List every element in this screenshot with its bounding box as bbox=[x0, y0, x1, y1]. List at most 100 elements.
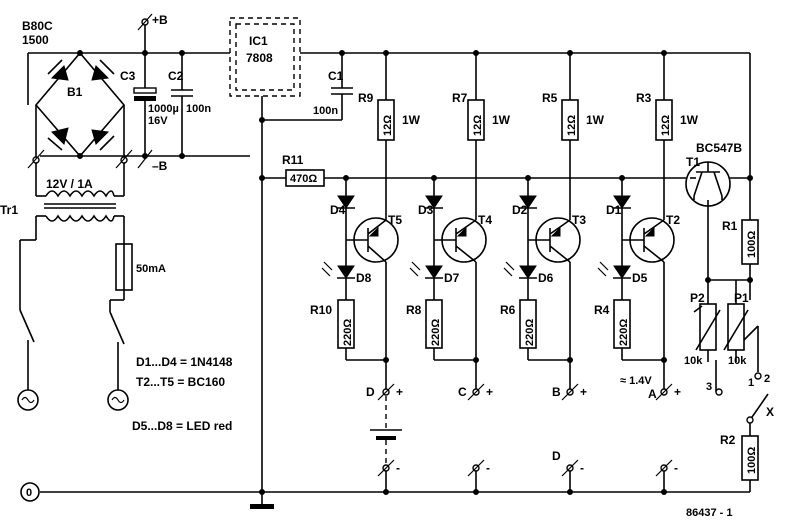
transformer-rating: 12V / 1A bbox=[46, 177, 93, 191]
mains-switch-right bbox=[109, 311, 125, 345]
c3-volt-value: 16V bbox=[148, 115, 168, 127]
r8-value: 220Ω bbox=[430, 319, 442, 346]
r6-value: 220Ω bbox=[524, 319, 536, 346]
selector-contact-3 bbox=[715, 388, 723, 396]
r2-value: 100Ω bbox=[746, 447, 758, 474]
figure-number: 86437 - 1 bbox=[686, 507, 732, 519]
term-b-label: B bbox=[552, 385, 561, 399]
capacitor-c3 bbox=[133, 87, 157, 94]
minus-b-label: –B bbox=[152, 159, 168, 173]
t5-ref: T5 bbox=[388, 213, 402, 227]
d8-ref: D8 bbox=[356, 271, 372, 285]
chassis-ground-symbol bbox=[250, 504, 274, 509]
r4-ref: R4 bbox=[594, 303, 610, 317]
terminal-c-minus bbox=[467, 459, 485, 492]
c2-value: 100n bbox=[186, 103, 211, 115]
selector-switch bbox=[749, 393, 769, 421]
term-d-label: D bbox=[366, 385, 375, 399]
voltage-label: ≈ 1.4V bbox=[620, 375, 652, 387]
d3-ref: D3 bbox=[418, 203, 434, 217]
r10-value: 220Ω bbox=[342, 319, 354, 346]
stage-b bbox=[503, 50, 581, 392]
r9-value: 12Ω bbox=[382, 115, 394, 136]
t1-type: BC547B bbox=[696, 141, 742, 155]
fuse-rating: 50mA bbox=[136, 263, 166, 275]
r3-power: 1W bbox=[680, 113, 699, 127]
r7-power: 1W bbox=[492, 113, 511, 127]
c1-ref: C1 bbox=[328, 69, 344, 83]
r4-value: 220Ω bbox=[618, 319, 630, 346]
terminal-b-plus bbox=[561, 383, 579, 401]
r1-value: 100Ω bbox=[746, 231, 758, 258]
term-a-minus: - bbox=[674, 461, 678, 475]
t4-ref: T4 bbox=[478, 213, 492, 227]
d6-ref: D6 bbox=[538, 271, 554, 285]
note-diodes: D1...D4 = 1N4148 bbox=[136, 355, 233, 369]
term-d-plus: + bbox=[396, 385, 403, 399]
r11-value: 470Ω bbox=[290, 173, 317, 185]
p2-value: 10k bbox=[684, 355, 703, 367]
r11-ref: R11 bbox=[282, 153, 304, 167]
term-c-label: C bbox=[458, 385, 467, 399]
term-a-label: A bbox=[648, 387, 657, 401]
c3-cap-value: 1000µ bbox=[148, 103, 179, 115]
p1-value: 10k bbox=[728, 355, 747, 367]
ground-label: 0 bbox=[26, 487, 32, 499]
note-transistors: T2...T5 = BC160 bbox=[136, 375, 225, 389]
ic1-ref: IC1 bbox=[249, 34, 268, 48]
term-a-plus: + bbox=[674, 385, 681, 399]
r7-ref: R7 bbox=[452, 91, 468, 105]
p1-ref: P1 bbox=[734, 291, 749, 305]
mains-switch-left bbox=[19, 309, 35, 343]
term-b-minus: - bbox=[580, 461, 584, 475]
terminal-a-minus bbox=[655, 459, 673, 492]
d1-ref: D1 bbox=[606, 203, 622, 217]
switch-x-label: X bbox=[766, 405, 774, 419]
bridge-ref-label: B1 bbox=[67, 85, 83, 99]
transformer-tr1 bbox=[35, 180, 125, 230]
r8-ref: R8 bbox=[406, 303, 422, 317]
transformer-ref: Tr1 bbox=[0, 203, 18, 217]
r1-ref: R1 bbox=[722, 219, 738, 233]
d7-ref: D7 bbox=[444, 271, 460, 285]
terminal-c-plus bbox=[467, 383, 485, 401]
c1-value: 100n bbox=[313, 105, 338, 117]
term-c-plus: + bbox=[486, 385, 493, 399]
contact-3-label: 3 bbox=[706, 381, 712, 393]
t3-ref: T3 bbox=[572, 213, 586, 227]
r5-power: 1W bbox=[586, 113, 605, 127]
r2-ref: R2 bbox=[720, 433, 736, 447]
r5-ref: R5 bbox=[542, 91, 558, 105]
c3-ref: C3 bbox=[120, 69, 136, 83]
bridge-rating-label: 1500 bbox=[22, 33, 49, 47]
term-d-bottom-label: D bbox=[552, 449, 561, 463]
r10-ref: R10 bbox=[310, 303, 332, 317]
term-c-minus: - bbox=[486, 461, 490, 475]
t2-ref: T2 bbox=[666, 213, 680, 227]
terminal-b-minus bbox=[561, 459, 579, 492]
contact-2-label: 2 bbox=[764, 373, 770, 385]
contact-1-label: 1 bbox=[748, 377, 754, 389]
r6-ref: R6 bbox=[500, 303, 516, 317]
t1-ref: T1 bbox=[686, 155, 700, 169]
ic1-type: 7808 bbox=[246, 51, 273, 65]
r3-ref: R3 bbox=[636, 91, 652, 105]
terminal-d-plus bbox=[377, 383, 395, 401]
plus-b-label: +B bbox=[152, 13, 168, 27]
stage-a bbox=[597, 50, 675, 392]
r9-power: 1W bbox=[402, 113, 421, 127]
terminal-a-plus bbox=[655, 383, 673, 401]
regulator-ic1 bbox=[229, 17, 301, 97]
d4-ref: D4 bbox=[330, 203, 346, 217]
bridge-type-label: B80C bbox=[22, 19, 53, 33]
terminal-d-minus bbox=[377, 459, 395, 492]
stage-d bbox=[321, 50, 399, 392]
term-b-plus: + bbox=[580, 385, 587, 399]
ground-terminal bbox=[20, 482, 40, 502]
r7-value: 12Ω bbox=[472, 115, 484, 136]
bridge-rectifier bbox=[34, 50, 126, 159]
stage-c bbox=[409, 50, 487, 392]
d2-ref: D2 bbox=[512, 203, 528, 217]
r9-ref: R9 bbox=[358, 91, 374, 105]
